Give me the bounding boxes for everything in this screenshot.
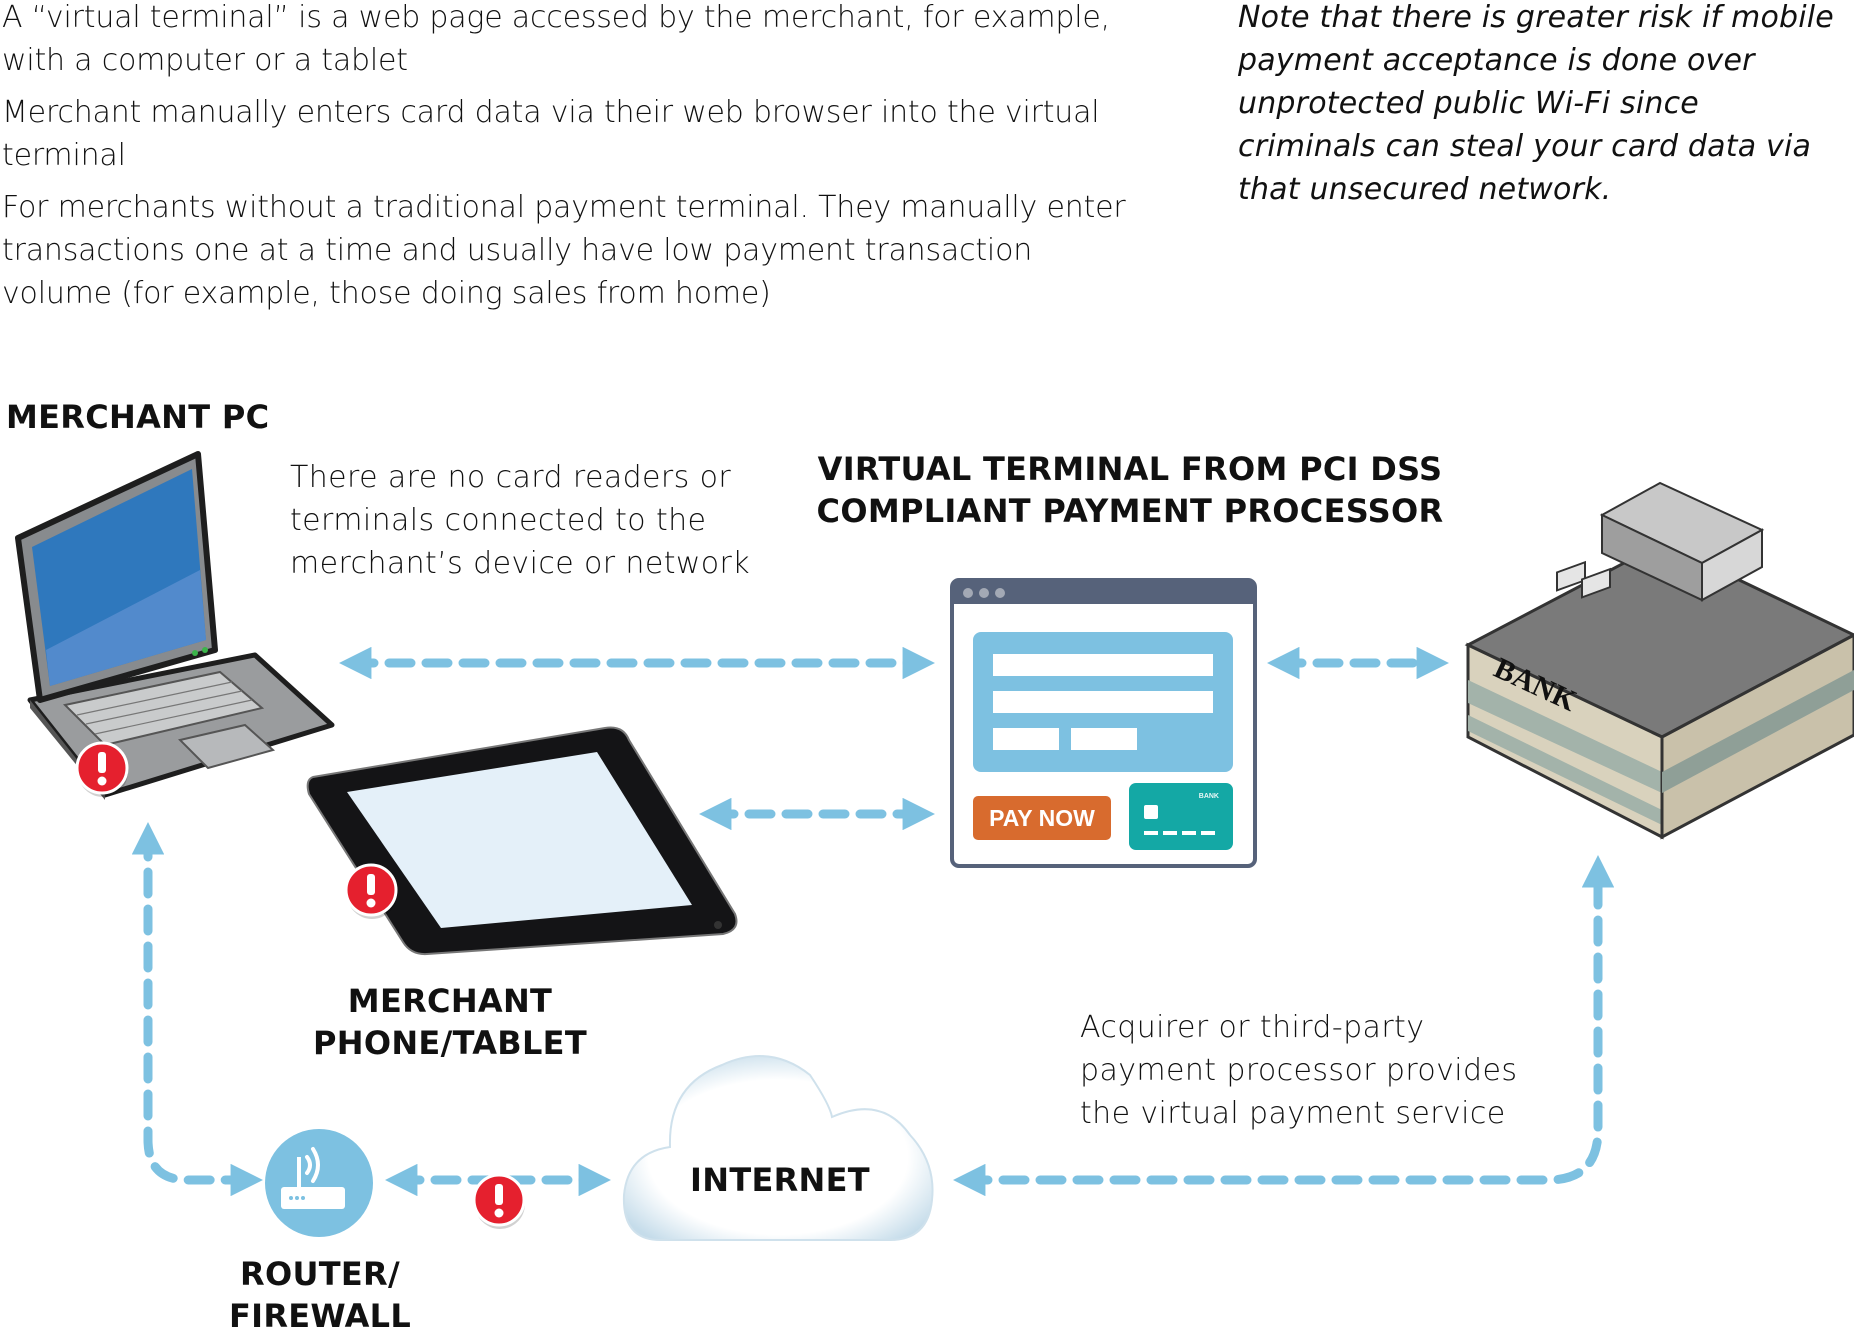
bank-building-icon[interactable]: BANK [1462,475,1854,840]
intro-paragraph: A “virtual terminal” is a web page acces… [2,0,1110,78]
window-dot-icon [963,588,973,598]
pay-now-button[interactable]: PAY NOW [973,796,1111,840]
browser-window-icon[interactable]: PAY NOW BANK [950,578,1257,868]
window-dot-icon [979,588,989,598]
card-number-dashes [1144,831,1217,835]
internet-label: INTERNET [690,1161,870,1199]
payment-form [973,632,1233,772]
merchant-tablet-label: MERCHANT PHONE/TABLET [300,980,600,1064]
cloud-icon[interactable] [620,1035,940,1250]
cardholder-field[interactable] [993,691,1213,713]
risk-alert-icon [344,863,398,919]
risk-alert-icon [75,741,129,797]
wifi-router-icon[interactable] [263,1127,375,1239]
risk-alert-icon [472,1173,526,1229]
intro-text: A “virtual terminal” is a web page acces… [2,0,1142,324]
credit-card-icon: BANK [1129,783,1233,850]
cvv-field[interactable] [1071,728,1137,750]
card-bank-text: BANK [1198,793,1219,800]
intro-paragraph: For merchants without a traditional paym… [2,190,1126,311]
card-number-field[interactable] [993,654,1213,676]
card-chip-icon [1144,805,1158,819]
router-label-line2: FIREWALL [228,1297,412,1335]
connector-pc-router [131,822,263,1197]
risk-note: Note that there is greater risk if mobil… [1238,0,1834,207]
merchant-tablet-label-line2: PHONE/TABLET [313,1024,587,1062]
acquirer-caption: Acquirer or third-party payment processo… [1080,1010,1518,1131]
router-label: ROUTER/ FIREWALL [220,1253,420,1337]
browser-title-bar [954,582,1253,604]
tablet-icon[interactable] [305,722,740,957]
virtual-terminal-label: VIRTUAL TERMINAL FROM PCI DSS COMPLIANT … [790,448,1470,532]
merchant-pc-label: MERCHANT PC [6,398,270,436]
virtual-terminal-label-line1: VIRTUAL TERMINAL FROM PCI DSS [817,450,1443,488]
merchant-tablet-label-line1: MERCHANT [347,982,553,1020]
intro-paragraph: Merchant manually enters card data via t… [2,95,1100,173]
no-card-readers-caption: There are no card readers or terminals c… [290,460,751,581]
expiry-field[interactable] [993,728,1059,750]
router-label-line1: ROUTER/ [240,1255,400,1293]
window-dot-icon [995,588,1005,598]
virtual-terminal-label-line2: COMPLIANT PAYMENT PROCESSOR [816,492,1444,530]
